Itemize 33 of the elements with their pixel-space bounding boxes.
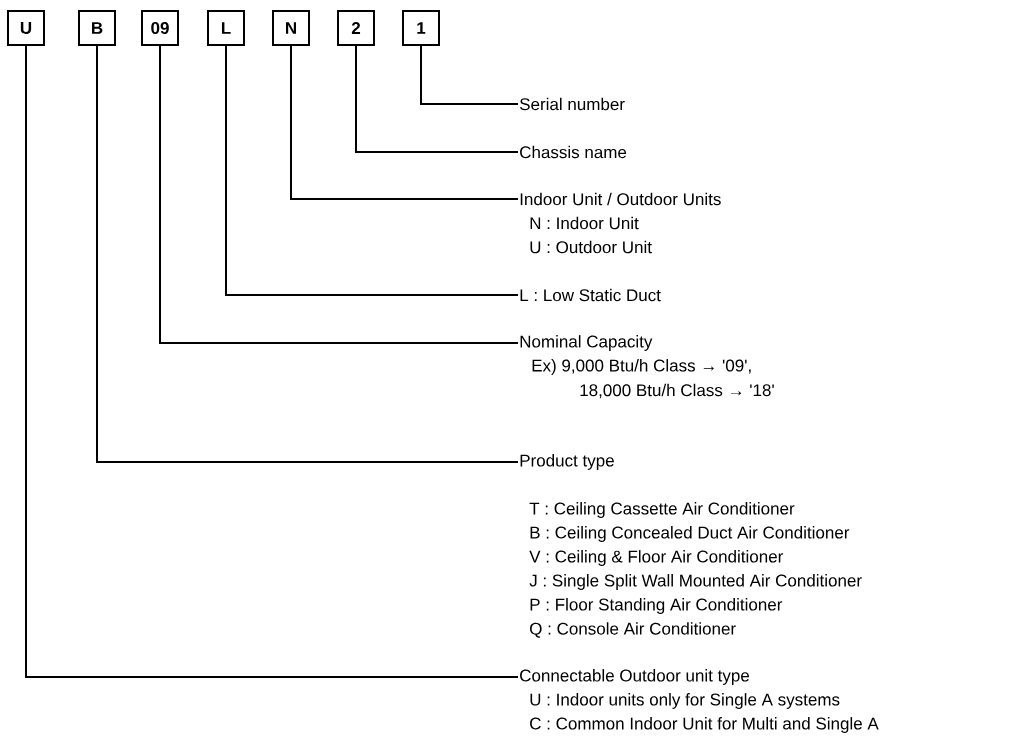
code-box: B [78,10,116,46]
field-label: Serial number [519,97,625,111]
leader-line [159,45,519,344]
code-description: Ex) 9,000 Btu/h Class → '09', [532,359,751,375]
code-description: Q : Console Air Conditioner [530,622,736,638]
code-box: U [7,10,45,46]
leader-line [96,45,519,463]
code-description: U : Indoor units only for Single A systems [530,693,840,709]
code-description: V : Ceiling & Floor Air Conditioner [529,550,783,566]
code-description: U : Outdoor Unit [530,240,652,254]
field-label: Nominal Capacity [520,335,653,351]
code-description: P : Floor Standing Air Conditioner [530,598,783,614]
code-description: C : Common Indoor Unit for Multi and Single A [530,717,879,733]
leader-line [25,45,519,678]
code-box: 2 [337,10,375,46]
leader-line [290,45,519,200]
field-label: Product type [520,454,614,470]
code-description: N : Indoor Unit [530,216,639,230]
code-box: L [207,10,245,46]
field-label: Chassis name [520,145,627,159]
code-description: B : Ceiling Concealed Duct Air Conditioner [530,526,850,542]
leader-line [420,45,519,105]
field-label: L : Low Static Duct [520,288,661,302]
field-label: Indoor Unit / Outdoor Units [520,192,721,206]
code-box: 09 [141,10,179,46]
code-description: J : Single Split Wall Mounted Air Conditioner [529,574,862,590]
leader-line [355,45,519,153]
code-box: 1 [402,10,440,46]
code-description: 18,000 Btu/h Class → '18' [580,383,774,399]
field-label: Connectable Outdoor unit type [520,669,749,685]
code-box: N [272,10,310,46]
code-description: T : Ceiling Cassette Air Conditioner [529,502,795,518]
leader-line [225,45,519,296]
